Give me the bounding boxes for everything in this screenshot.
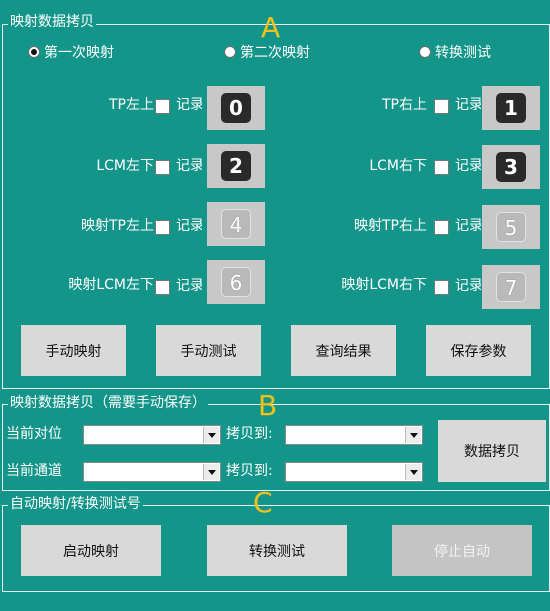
mapped-lcm-bottom-right-key-tile: 7: [482, 265, 540, 309]
start-mapping-button[interactable]: 启动映射: [21, 525, 161, 576]
tp-top-left-key-tile[interactable]: 0: [207, 86, 265, 130]
lcm-bottom-right-label: LCM右下: [369, 158, 427, 174]
lcm-bottom-left-record-label: 记录: [176, 158, 202, 174]
lcm-bottom-right-record-label: 记录: [455, 158, 481, 174]
section-a-marker: A: [261, 11, 281, 44]
mapped-lcm-bottom-left-key-tile: 6: [207, 260, 265, 304]
radio-convert-test-label: 转换测试: [435, 45, 491, 61]
radio-dot: [224, 46, 236, 58]
section-a-legend: 映射数据拷贝: [8, 14, 96, 30]
mapped-tp-top-left-record-label: 记录: [176, 218, 202, 234]
tp-top-left-label: TP左上: [109, 97, 154, 113]
copy-to-label-position: 拷贝到:: [226, 426, 273, 442]
lcm-bottom-right-key-tile[interactable]: 3: [482, 145, 540, 189]
manual-test-button[interactable]: 手动测试: [156, 325, 261, 376]
mapped-lcm-bottom-right-label: 映射LCM右下: [341, 277, 427, 293]
key-7: 7: [496, 272, 526, 302]
mapped-tp-top-left-record-checkbox[interactable]: [155, 220, 170, 235]
convert-test-button[interactable]: 转换测试: [207, 525, 347, 576]
section-b-marker: B: [258, 389, 278, 422]
save-params-button[interactable]: 保存参数: [426, 325, 531, 376]
chevron-down-icon: [405, 464, 421, 480]
mapped-lcm-bottom-left-record-label: 记录: [176, 278, 202, 294]
tp-top-left-record-label: 记录: [176, 97, 202, 113]
section-c-legend: 自动映射/转换测试号: [8, 496, 143, 512]
mapped-tp-top-left-label: 映射TP左上: [81, 218, 154, 234]
key-6: 6: [221, 267, 251, 297]
mapped-tp-top-right-label: 映射TP右上: [354, 218, 427, 234]
key-0: 0: [221, 93, 251, 123]
tp-top-right-label: TP右上: [382, 97, 427, 113]
mapped-tp-top-right-record-label: 记录: [455, 218, 481, 234]
radio-first-mapping[interactable]: 第一次映射: [28, 43, 114, 61]
tp-top-right-record-label: 记录: [455, 97, 481, 113]
key-5: 5: [496, 212, 526, 242]
tp-top-right-key-tile[interactable]: 1: [482, 86, 540, 130]
radio-dot: [28, 46, 40, 58]
mapped-lcm-bottom-right-record-label: 记录: [455, 278, 481, 294]
mapped-tp-top-left-key-tile: 4: [207, 202, 265, 246]
mapped-tp-top-right-key-tile: 5: [482, 205, 540, 249]
key-3: 3: [496, 152, 526, 182]
stop-auto-button: 停止自动: [392, 525, 532, 576]
current-channel-select[interactable]: [83, 462, 221, 482]
tp-top-right-record-checkbox[interactable]: [434, 99, 449, 114]
copy-to-position-select[interactable]: [285, 425, 423, 445]
mapped-lcm-bottom-right-record-checkbox[interactable]: [434, 280, 449, 295]
current-channel-label: 当前通道: [6, 463, 62, 479]
mapped-lcm-bottom-left-label: 映射LCM左下: [68, 277, 154, 293]
radio-second-mapping[interactable]: 第二次映射: [224, 43, 310, 61]
key-4: 4: [221, 209, 251, 239]
lcm-bottom-left-label: LCM左下: [96, 158, 154, 174]
lcm-bottom-left-record-checkbox[interactable]: [155, 160, 170, 175]
copy-to-channel-select[interactable]: [285, 462, 423, 482]
chevron-down-icon: [203, 427, 219, 443]
current-position-label: 当前对位: [6, 426, 62, 442]
radio-first-mapping-label: 第一次映射: [44, 45, 114, 61]
mapped-tp-top-right-record-checkbox[interactable]: [434, 220, 449, 235]
data-copy-button[interactable]: 数据拷贝: [438, 420, 546, 482]
lcm-bottom-right-record-checkbox[interactable]: [434, 160, 449, 175]
lcm-bottom-left-key-tile[interactable]: 2: [207, 144, 265, 188]
radio-second-mapping-label: 第二次映射: [240, 45, 310, 61]
chevron-down-icon: [203, 464, 219, 480]
radio-dot: [419, 46, 431, 58]
manual-map-button[interactable]: 手动映射: [21, 325, 126, 376]
chevron-down-icon: [405, 427, 421, 443]
mapped-lcm-bottom-left-record-checkbox[interactable]: [155, 280, 170, 295]
current-position-select[interactable]: [83, 425, 221, 445]
query-result-button[interactable]: 查询结果: [291, 325, 396, 376]
section-b-legend: 映射数据拷贝（需要手动保存）: [8, 395, 208, 411]
radio-convert-test[interactable]: 转换测试: [419, 43, 491, 61]
section-c-marker: C: [253, 486, 273, 519]
key-2: 2: [221, 151, 251, 181]
tp-top-left-record-checkbox[interactable]: [155, 99, 170, 114]
key-1: 1: [496, 93, 526, 123]
copy-to-label-channel: 拷贝到:: [226, 463, 273, 479]
